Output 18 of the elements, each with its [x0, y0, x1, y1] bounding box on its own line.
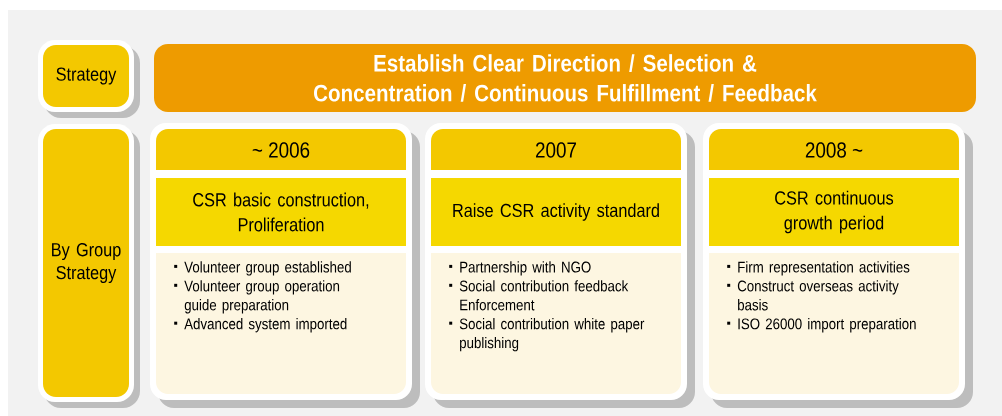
node-label: Partnership with NGO: [460, 261, 591, 276]
subtitle-band: CSR continuous growth period: [709, 178, 959, 246]
node-label: Volunteer group operation guide preparation: [184, 280, 340, 314]
node-label: Construct overseas activity basis: [737, 280, 899, 311]
banner: Establish Clear Direction / Selection & Concentration / Continuous Fulfillment / Feedback: [154, 44, 976, 112]
subtitle-band: CSR basic construction, Proliferation: [156, 178, 406, 246]
label-box: By Group Strategy: [38, 124, 140, 408]
bullet-list-panel: Partnership with NGO Social contribution feedback Enforcement Social contribution white paper publishing: [431, 253, 681, 380]
label-box: Strategy: [38, 40, 140, 118]
node-label: Social contribution white paper publishing: [459, 317, 645, 352]
node-label: Social contribution feedback Enforcement: [459, 280, 629, 311]
node-label: Firm representation activities: [738, 261, 910, 276]
node-label: Advanced system imported: [184, 317, 347, 333]
bullet-list-panel: Volunteer group established Volunteer group operation guide preparation Advanced system imported: [156, 253, 406, 380]
node-label: ISO 26000 import preparation: [738, 317, 916, 333]
bullet-list-panel: Firm representation activities Construct overseas activity basis ISO 26000 import preparation: [709, 253, 959, 380]
node-label: Volunteer group established: [184, 261, 351, 276]
subtitle-band: Raise CSR activity standard: [431, 178, 681, 246]
